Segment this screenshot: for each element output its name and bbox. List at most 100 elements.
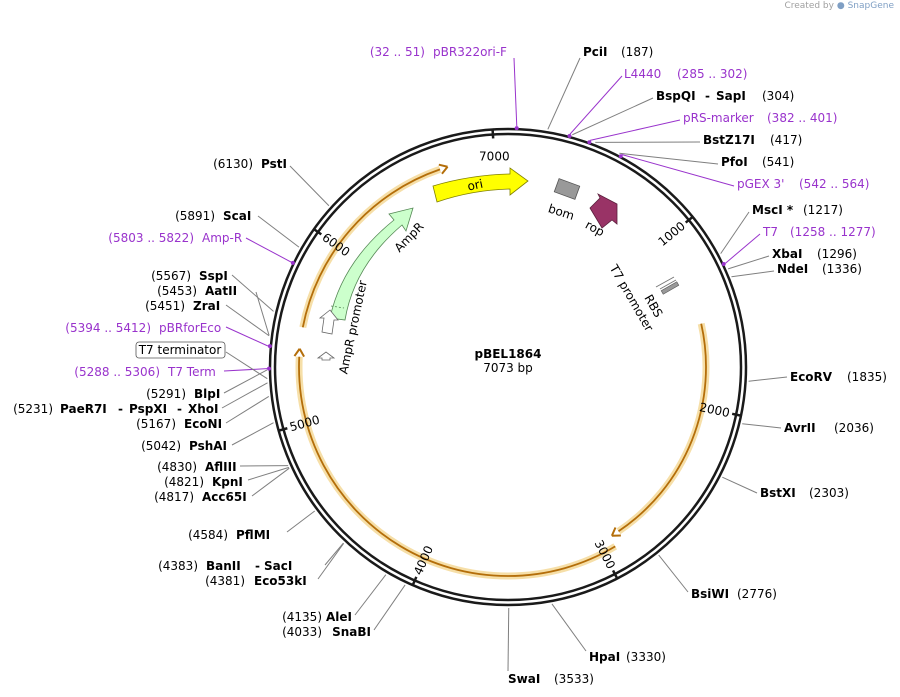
primer-tick-l4440: [567, 134, 572, 139]
leader-line-ecorv: [748, 376, 788, 382]
primer-tick-prs-marker: [587, 140, 592, 145]
site-pfoi[interactable]: PfoI (541): [721, 155, 794, 169]
t7-promoter-feature[interactable]: T7 promoter RBS: [606, 261, 680, 334]
primer-tick-pbrforeco: [267, 344, 272, 349]
primer-prs-marker-range: (382 .. 401): [767, 111, 837, 125]
site-swai[interactable]: SwaI (3533): [508, 672, 594, 686]
site-snabi-pos: (4033): [282, 625, 322, 639]
plasmid-length: 7073 bp: [483, 361, 533, 375]
site-kpni-pos: (4821): [164, 475, 204, 489]
site-aatii[interactable]: (5453) AatII: [157, 284, 237, 298]
leader-line-banii: [324, 542, 344, 566]
primer-t7-range: (1258 .. 1277): [790, 225, 876, 239]
site-msci[interactable]: MscI * (1217): [752, 203, 843, 217]
site-afliii[interactable]: (4830) AflIII: [157, 460, 236, 474]
site-paer7i-pspxi-xhoi[interactable]: (5231) PaeR7I - PspXI - XhoI: [13, 402, 218, 416]
site-bstz17i[interactable]: BstZ17I (417): [703, 133, 802, 147]
site-avrii[interactable]: AvrII (2036): [784, 421, 874, 435]
ori-feature[interactable]: ori: [432, 167, 529, 203]
tick-label-7000: 7000: [479, 149, 510, 163]
primer-pgex3-name: pGEX 3': [737, 177, 784, 191]
site-pshai[interactable]: (5042) PshAI: [141, 439, 227, 453]
primer-tick-pbr322ori: [514, 126, 519, 131]
site-eco53ki-pos: (4381): [205, 574, 245, 588]
site-bstxi-name: BstXI: [760, 486, 796, 500]
site-hpai[interactable]: HpaI (3330): [589, 650, 666, 664]
site-pspxi-name: PspXI: [129, 402, 167, 416]
t7-terminator-feature[interactable]: [316, 351, 336, 361]
primer-pbrforeco[interactable]: (5394 .. 5412) pBRforEco: [65, 321, 221, 335]
primer-t7[interactable]: T7 (1258 .. 1277): [762, 225, 876, 239]
site-scai[interactable]: (5891) ScaI: [175, 209, 251, 223]
site-pflmi-name: PflMI: [236, 528, 270, 542]
site-blpi-name: BlpI: [194, 387, 220, 401]
primer-t7-term-range: (5288 .. 5306): [74, 365, 160, 379]
leader-line-alei: [354, 574, 387, 616]
site-bsiwi-name: BsiWI: [691, 587, 729, 601]
site-bspqi-sapi[interactable]: BspQI - SapI (304): [656, 89, 794, 103]
leader-line-t7-term: [223, 368, 268, 372]
orf-arc-bottom[interactable]: [298, 356, 616, 577]
primer-tick-t7-term: [267, 366, 272, 371]
primer-amp-r[interactable]: (5803 .. 5822) Amp-R: [108, 231, 242, 245]
ampr-feature[interactable]: AmpR: [329, 207, 427, 321]
site-acc65i[interactable]: (4817) Acc65I: [154, 490, 247, 504]
site-msci-pos: (1217): [803, 203, 843, 217]
site-sspi[interactable]: (5567) SspI: [151, 269, 228, 283]
orf-arrowhead-right: [610, 527, 621, 537]
site-pfoi-name: PfoI: [721, 155, 748, 169]
primer-t7-term[interactable]: (5288 .. 5306) T7 Term: [74, 365, 216, 379]
site-eco53ki[interactable]: (4381) Eco53kI: [205, 574, 307, 588]
site-msci-name: MscI *: [752, 203, 794, 217]
site-snabi[interactable]: (4033) SnaBI: [282, 625, 371, 639]
site-kpni[interactable]: (4821) KpnI: [164, 475, 243, 489]
primer-pgex3[interactable]: pGEX 3' (542 .. 564): [737, 177, 869, 191]
site-psti[interactable]: (6130) PstI: [213, 157, 287, 171]
leader-line-blpi: [223, 369, 268, 394]
leader-line-avrii: [742, 423, 782, 429]
primer-pbrforeco-name: pBRforEco: [159, 321, 221, 335]
t7-terminator-box[interactable]: T7 terminator: [135, 341, 226, 359]
leader-line-pgex3: [621, 154, 735, 187]
tick-mark-2000: [731, 412, 743, 418]
site-econi[interactable]: (5167) EcoNI: [136, 417, 222, 431]
site-swai-pos: (3533): [554, 672, 594, 686]
site-bstxi-pos: (2303): [809, 486, 849, 500]
site-xbai[interactable]: XbaI (1296): [772, 247, 857, 261]
leader-line-t7: [725, 233, 761, 264]
primer-pbr322ori-name: pBR322ori-F: [433, 45, 507, 59]
site-zrai[interactable]: (5451) ZraI: [145, 299, 220, 313]
leader-line-swai: [507, 607, 510, 672]
site-bsiwi[interactable]: BsiWI (2776): [691, 587, 777, 601]
leader-line-xbai: [727, 255, 770, 270]
site-econi-pos: (5167): [136, 417, 176, 431]
site-ecorv[interactable]: EcoRV (1835): [790, 370, 887, 384]
site-pfoi-pos: (541): [762, 155, 794, 169]
site-banii-saci[interactable]: (4383) BanII - SacI: [158, 559, 292, 573]
primer-prs-marker[interactable]: pRS-marker (382 .. 401): [683, 111, 837, 125]
site-pflmi[interactable]: (4584) PflMI: [188, 528, 270, 542]
site-alei[interactable]: (4135) AleI: [282, 610, 352, 624]
site-hpai-name: HpaI: [589, 650, 620, 664]
site-sspi-name: SspI: [199, 269, 228, 283]
site-blpi[interactable]: (5291) BlpI: [146, 387, 220, 401]
site-paer7i-name: PaeR7I: [60, 402, 107, 416]
rop-feature[interactable]: rop: [583, 193, 618, 239]
site-pshai-name: PshAI: [189, 439, 227, 453]
primer-l4440[interactable]: L4440 (285 .. 302): [624, 67, 747, 81]
orf-arc-left[interactable]: [301, 168, 441, 328]
site-ndei[interactable]: NdeI (1336): [777, 262, 862, 276]
site-zrai-pos: (5451): [145, 299, 185, 313]
leader-line-t7-terminator: [225, 351, 268, 380]
site-pshai-pos: (5042): [141, 439, 181, 453]
leader-line-bsiwi: [658, 554, 689, 593]
primer-pbr322ori-f[interactable]: (32 .. 51) pBR322ori-F: [370, 45, 507, 59]
site-bspqi-name: BspQI: [656, 89, 696, 103]
orf-arc-right[interactable]: [617, 323, 707, 533]
site-pcil[interactable]: PciI (187): [583, 45, 653, 59]
bom-feature[interactable]: bom: [546, 178, 581, 223]
site-bstxi[interactable]: BstXI (2303): [760, 486, 849, 500]
site-bspqi-sep: -: [705, 89, 710, 103]
tick-label-5000: 5000: [288, 413, 321, 435]
site-snabi-name: SnaBI: [332, 625, 371, 639]
